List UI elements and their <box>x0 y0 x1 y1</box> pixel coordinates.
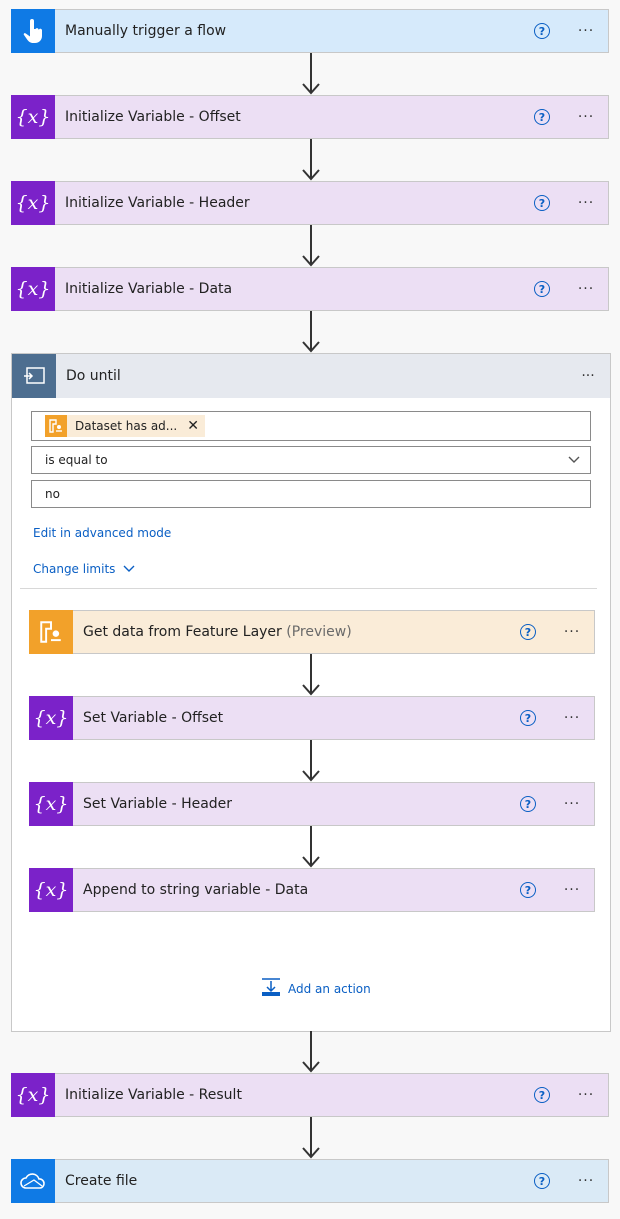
step-title: Set Variable - Offset <box>83 710 224 726</box>
help-icon[interactable]: ? <box>534 109 550 125</box>
connector-arrow <box>302 1117 320 1159</box>
step-title: Initialize Variable - Offset <box>65 109 241 125</box>
remove-token-icon[interactable]: ✕ <box>187 418 199 434</box>
step-title-text: Get data from Feature Layer <box>83 624 282 640</box>
connector-arrow <box>302 139 320 181</box>
onedrive-cloud-icon <box>11 1159 55 1203</box>
step-init-header[interactable]: {x} Initialize Variable - Header ? ··· <box>11 181 609 225</box>
chevron-down-icon <box>568 453 580 467</box>
step-manual-trigger[interactable]: Manually trigger a flow ? ··· <box>11 9 609 53</box>
step-set-header[interactable]: {x} Set Variable - Header ? ··· <box>29 782 595 826</box>
change-limits-label: Change limits <box>33 562 116 576</box>
dynamic-content-token[interactable]: Dataset has ad... ✕ <box>45 415 205 437</box>
change-limits-link[interactable]: Change limits <box>33 562 135 576</box>
step-title: Set Variable - Header <box>83 796 233 812</box>
help-icon[interactable]: ? <box>520 710 536 726</box>
more-options-button[interactable]: ··· <box>577 195 595 211</box>
arcgis-feature-icon <box>29 610 73 654</box>
add-action-label: Add an action <box>288 981 371 996</box>
variable-icon: {x} <box>11 181 55 225</box>
help-icon[interactable]: ? <box>534 1087 550 1103</box>
more-options-button[interactable]: ··· <box>577 1087 595 1103</box>
arcgis-feature-icon <box>45 415 67 437</box>
condition-value-input[interactable]: no <box>31 480 591 508</box>
do-until-container: Do until ··· Dataset has ad... ✕ is equa… <box>11 353 611 1032</box>
step-create-file[interactable]: Create file ? ··· <box>11 1159 609 1203</box>
divider <box>20 588 597 589</box>
step-append-data[interactable]: {x} Append to string variable - Data ? ·… <box>29 868 595 912</box>
variable-icon: {x} <box>11 267 55 311</box>
help-icon[interactable]: ? <box>520 624 536 640</box>
variable-icon: {x} <box>11 1073 55 1117</box>
connector-arrow <box>302 654 320 696</box>
more-options-button[interactable]: ··· <box>563 624 581 640</box>
step-title: Get data from Feature Layer (Preview) <box>83 624 520 640</box>
condition-left-field[interactable]: Dataset has ad... ✕ <box>31 411 591 441</box>
step-title: Manually trigger a flow <box>65 23 227 39</box>
hand-pointer-icon <box>11 9 55 53</box>
help-icon[interactable]: ? <box>534 23 550 39</box>
help-icon[interactable]: ? <box>534 195 550 211</box>
more-options-button[interactable]: ··· <box>577 281 595 297</box>
step-set-offset[interactable]: {x} Set Variable - Offset ? ··· <box>29 696 595 740</box>
step-init-result[interactable]: {x} Initialize Variable - Result ? ··· <box>11 1073 609 1117</box>
do-until-header[interactable]: Do until ··· <box>12 354 610 398</box>
variable-icon: {x} <box>29 696 73 740</box>
variable-icon: {x} <box>29 782 73 826</box>
step-title: Initialize Variable - Data <box>65 281 233 297</box>
token-label: Dataset has ad... <box>75 419 178 433</box>
more-options-button[interactable]: ··· <box>563 710 581 726</box>
condition-operator-select[interactable]: is equal to <box>31 446 591 474</box>
connector-arrow <box>302 53 320 95</box>
edit-advanced-mode-link[interactable]: Edit in advanced mode <box>33 526 172 540</box>
step-init-offset[interactable]: {x} Initialize Variable - Offset ? ··· <box>11 95 609 139</box>
help-icon[interactable]: ? <box>534 1173 550 1189</box>
do-until-title: Do until <box>66 368 121 384</box>
help-icon[interactable]: ? <box>534 281 550 297</box>
variable-icon: {x} <box>29 868 73 912</box>
connector-arrow <box>302 826 320 868</box>
add-action-icon <box>261 977 281 1000</box>
step-title: Append to string variable - Data <box>83 882 309 898</box>
step-title: Create file <box>65 1173 138 1189</box>
chevron-down-icon <box>123 562 135 576</box>
connector-arrow <box>302 1031 320 1073</box>
connector-arrow <box>302 311 320 353</box>
help-icon[interactable]: ? <box>520 796 536 812</box>
more-options-button[interactable]: ··· <box>577 23 595 39</box>
add-an-action-button[interactable]: Add an action <box>261 977 371 1000</box>
step-title: Initialize Variable - Result <box>65 1087 242 1103</box>
preview-label: (Preview) <box>286 624 352 640</box>
connector-arrow <box>302 225 320 267</box>
step-init-data[interactable]: {x} Initialize Variable - Data ? ··· <box>11 267 609 311</box>
step-title: Initialize Variable - Header <box>65 195 250 211</box>
more-options-button[interactable]: ··· <box>563 882 581 898</box>
more-options-button[interactable]: ··· <box>577 109 595 125</box>
variable-icon: {x} <box>11 95 55 139</box>
more-options-button[interactable]: ··· <box>577 1173 595 1189</box>
more-options-button[interactable]: ··· <box>563 796 581 812</box>
loop-icon <box>12 354 56 398</box>
value-text: no <box>45 487 60 501</box>
connector-arrow <box>302 740 320 782</box>
step-get-feature-data[interactable]: Get data from Feature Layer (Preview) ? … <box>29 610 595 654</box>
more-options-button[interactable]: ··· <box>581 368 595 384</box>
operator-value: is equal to <box>45 453 108 467</box>
help-icon[interactable]: ? <box>520 882 536 898</box>
